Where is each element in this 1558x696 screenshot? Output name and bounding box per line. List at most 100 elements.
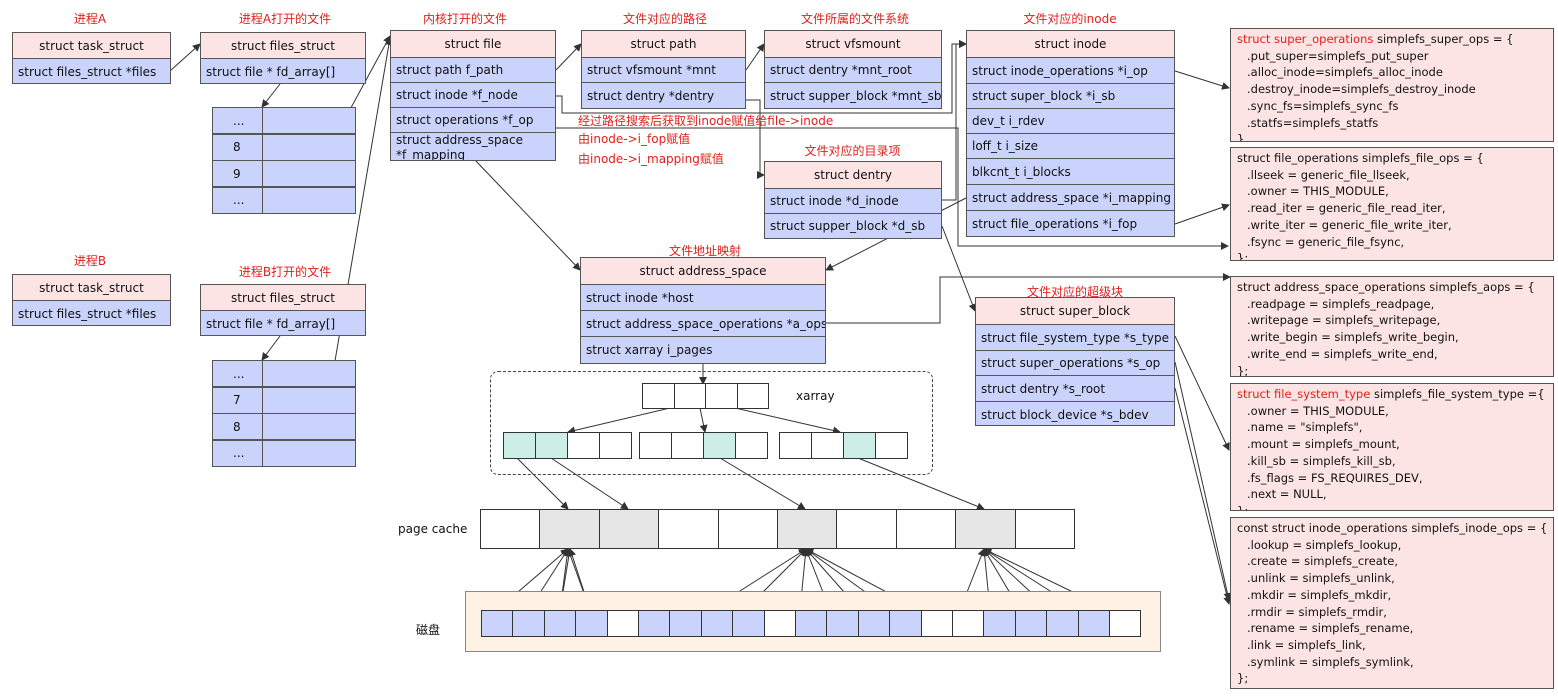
code-end: } [1237, 132, 1245, 142]
struct-inode-i-size: loff_t i_size [967, 134, 1174, 159]
task-struct-a-files: struct files_struct *files [18, 64, 157, 79]
files-struct-a-head: struct files_struct [201, 33, 365, 59]
xarray-leaf-slot [811, 432, 844, 459]
fd-slot-index: 9 [212, 160, 263, 187]
caption-process-b-files: 进程B打开的文件 [238, 265, 332, 279]
fd-slot-index: 8 [212, 133, 263, 161]
struct-address-space-a-ops: struct address_space_operations *a_ops [581, 311, 825, 337]
xarray-leaf-slot [535, 432, 568, 459]
struct-dentry-head: struct dentry [765, 162, 941, 189]
struct-file-f-mapping: struct address_space *f_mapping [396, 133, 523, 160]
struct-super-block-s-op: struct super_operations *s_op [976, 351, 1174, 376]
fd-slot-index: 8 [212, 413, 263, 440]
xarray-leaf-slot [503, 432, 536, 459]
code-line: .mkdir = simplefs_mkdir, [1247, 587, 1392, 602]
code-line: .put_super=simplefs_put_super [1247, 48, 1429, 63]
disk-block [983, 610, 1016, 637]
code-end: }; [1237, 671, 1249, 686]
page-cache-page [598, 509, 660, 549]
code-line: .create = simplefs_create, [1247, 554, 1399, 569]
code-end: }; [1237, 363, 1249, 377]
struct-inode-i-fop: struct file_operations *i_fop [972, 216, 1138, 231]
code-line: .next = NULL, [1247, 487, 1327, 502]
disk-block [606, 610, 639, 637]
disk-block [952, 610, 985, 637]
files-struct-b-head: struct files_struct [201, 285, 365, 311]
code-line: .link = simplefs_link, [1247, 637, 1366, 652]
code-header: struct address_space_operations simplefs… [1237, 280, 1535, 294]
disk-block [826, 610, 859, 637]
struct-address-space: struct address_space struct inode *host … [580, 257, 826, 364]
code-super-operations: struct super_operations simplefs_super_o… [1230, 28, 1554, 142]
struct-vfsmount: struct vfsmount struct dentry *mnt_root … [764, 30, 942, 109]
task-struct-b: struct task_struct struct files_struct *… [12, 274, 171, 326]
struct-inode: struct inode struct inode_operations *i_… [966, 30, 1175, 237]
fd-slot-pointer [262, 386, 356, 414]
struct-inode-i-op: struct inode_operations *i_op [967, 58, 1174, 84]
xarray-leaf-slot [639, 432, 672, 459]
code-line: .name = "simplefs", [1247, 420, 1363, 435]
code-line: .rmdir = simplefs_rmdir, [1247, 604, 1387, 619]
note-fop-assign: 由inode->i_fop赋值 [578, 132, 691, 146]
code-end: }; [1237, 251, 1249, 261]
struct-dentry-d-inode: struct inode *d_inode [765, 189, 941, 214]
fd-slot-pointer [262, 107, 356, 134]
xarray-region [490, 371, 933, 475]
caption-inode: 文件对应的inode [1023, 12, 1117, 26]
disk-block [1109, 610, 1142, 637]
caption-process-b: 进程B [73, 254, 107, 268]
xarray-root-slot [673, 383, 706, 409]
code-line: .rename = simplefs_rename, [1247, 621, 1414, 636]
note-inode-assign: 经过路径搜索后获取到inode赋值给file->inode [578, 114, 834, 128]
struct-vfsmount-head: struct vfsmount [765, 31, 941, 58]
code-line: .llseek = generic_file_llseek, [1247, 167, 1410, 182]
fd-slot-pointer [262, 186, 356, 214]
code-header: struct file_system_type simplefs_file_sy… [1237, 387, 1545, 401]
fd-slot-index: ... [212, 439, 263, 467]
page-cache-page [777, 509, 838, 549]
disk-block [732, 610, 765, 637]
disk-block [857, 610, 891, 637]
xarray-leaf-slot [567, 432, 600, 459]
struct-vfsmount-mnt-sb: struct supper_block *mnt_sb [770, 88, 941, 103]
disk-block [669, 610, 702, 637]
code-line: .fsync = generic_file_fsync, [1247, 234, 1405, 249]
xarray-leaf-slot [671, 432, 704, 459]
disk-block [1014, 610, 1048, 637]
code-end: }; [1237, 503, 1249, 511]
disk-block [1046, 610, 1079, 637]
code-header: struct super_operations simplefs_super_o… [1237, 32, 1514, 46]
page-cache-page [1014, 509, 1075, 549]
disk-block [543, 610, 577, 637]
struct-path-mnt: struct vfsmount *mnt [582, 58, 745, 83]
code-address-space-operations: struct address_space_operations simplefs… [1230, 276, 1554, 377]
xarray-root-slot [642, 383, 675, 409]
code-line: .write_begin = simplefs_write_begin, [1247, 330, 1459, 345]
caption-kernel-files: 内核打开的文件 [422, 12, 507, 26]
disk-label: 磁盘 [416, 623, 441, 637]
struct-path: struct path struct vfsmount *mnt struct … [581, 30, 746, 109]
struct-inode-i-sb: struct super_block *i_sb [967, 84, 1174, 109]
xarray-label: xarray [796, 389, 835, 403]
fd-slot-index: ... [212, 360, 263, 387]
struct-inode-head: struct inode [967, 31, 1174, 58]
struct-super-block-s-bdev: struct block_device *s_bdev [981, 407, 1149, 422]
caption-super-block: 文件对应的超级块 [1026, 285, 1123, 299]
struct-super-block: struct super_block struct file_system_ty… [975, 297, 1175, 426]
code-file-operations: struct file_operations simplefs_file_ops… [1230, 147, 1554, 261]
fd-slot-pointer [262, 360, 356, 387]
struct-super-block-s-type: struct file_system_type *s_type [976, 325, 1174, 351]
fd-slot-pointer [262, 413, 356, 440]
page-cache-page [658, 509, 719, 549]
disk-block [481, 610, 514, 637]
files-struct-b-fd-array: struct file * fd_array[] [206, 316, 336, 331]
disk-block [700, 610, 734, 637]
disk-block [1077, 610, 1110, 637]
code-header: struct file_operations simplefs_file_ops… [1237, 151, 1484, 165]
page-cache-page [539, 509, 600, 549]
fd-slot-pointer [262, 160, 356, 187]
struct-dentry: struct dentry struct inode *d_inode stru… [764, 161, 942, 239]
code-line: .symlink = simplefs_symlink, [1247, 654, 1414, 669]
struct-file-head: struct file [391, 31, 555, 58]
